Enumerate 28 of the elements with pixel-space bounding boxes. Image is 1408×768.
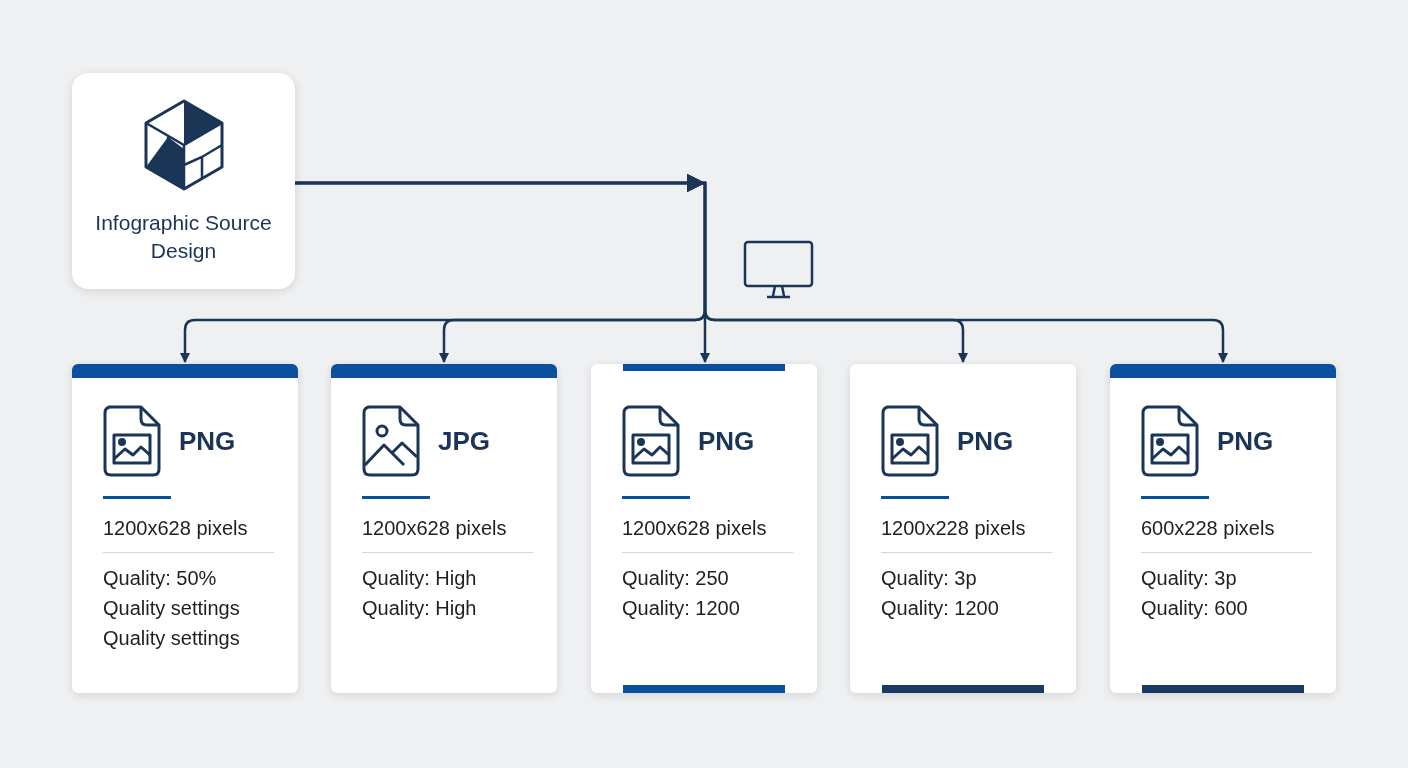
quality-text: Quality: 1200 <box>881 596 999 621</box>
format-title: PNG <box>698 424 755 458</box>
quality-text: Quality: 50% <box>103 566 218 591</box>
source-card <box>72 73 295 289</box>
source-title: Infographic Source Design <box>94 210 273 264</box>
format-title: PNG <box>957 424 1014 458</box>
format-title: JPG <box>438 424 491 458</box>
format-card <box>331 364 557 693</box>
quality-text: Quality: 600 <box>1141 596 1248 621</box>
dimensions-text: 1200x628 pixels <box>362 516 507 541</box>
dimensions-text: 600x228 pixels <box>1141 516 1275 541</box>
quality-text: Quality settings <box>103 626 240 651</box>
quality-text: Quality: 3p <box>881 566 978 591</box>
dimensions-text: 1200x228 pixels <box>881 516 1026 541</box>
dimensions-text: 1200x628 pixels <box>622 516 767 541</box>
quality-text: Quality: 250 <box>622 566 730 591</box>
quality-text: Quality: 1200 <box>622 596 740 621</box>
format-card <box>1110 364 1336 693</box>
format-card <box>591 364 817 693</box>
quality-text: Quality settings <box>103 596 240 621</box>
quality-text: Quality: High <box>362 596 477 621</box>
format-title: PNG <box>179 424 236 458</box>
format-card <box>72 364 298 693</box>
quality-text: Quality: 3p <box>1141 566 1238 591</box>
dimensions-text: 1200x628 pixels <box>103 516 248 541</box>
format-card <box>850 364 1076 693</box>
quality-text: Quality: High <box>362 566 477 591</box>
format-title: PNG <box>1217 424 1274 458</box>
